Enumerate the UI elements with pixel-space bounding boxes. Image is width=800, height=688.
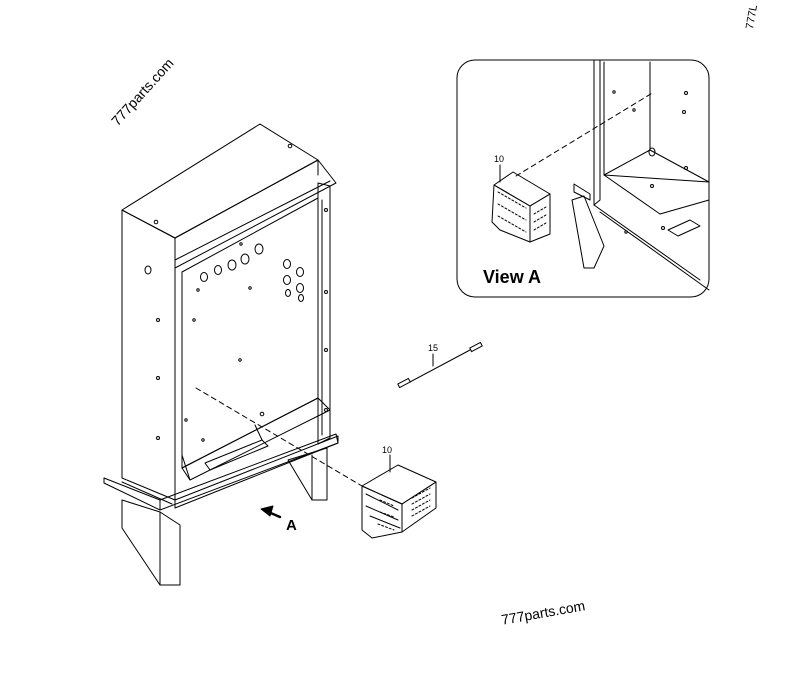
controller-module-inset[interactable] [491,171,551,243]
cabinet-mounting-holes [144,143,328,442]
callout-label-15: 15 [428,343,438,353]
cabinet-knockouts [200,243,304,302]
view-a-inset [456,59,710,298]
inset-frame [456,59,710,298]
controller-module-main[interactable] [361,464,437,539]
callout-label-inset-10: 10 [494,154,504,164]
cable-part[interactable] [397,341,483,389]
cabinet-top-cover [121,123,319,239]
cabinet-foot-left [121,499,181,586]
cabinet-side-right [317,182,331,445]
cabinet-top-flange [174,159,337,269]
cabinet-enclosure [103,123,339,586]
view-arrow-letter: A [286,517,297,534]
cabinet-floor-slot [204,439,269,471]
inset-title: View A [483,267,541,287]
cabinet-foot-right [287,447,328,501]
mounting-guide-line [195,387,363,487]
view-direction-arrow [260,505,282,519]
cabinet-back-panel [181,197,319,469]
cabinet-side-left [121,209,176,501]
callout-label-main-10: 10 [382,445,392,455]
cabinet-base-frame [103,433,339,511]
